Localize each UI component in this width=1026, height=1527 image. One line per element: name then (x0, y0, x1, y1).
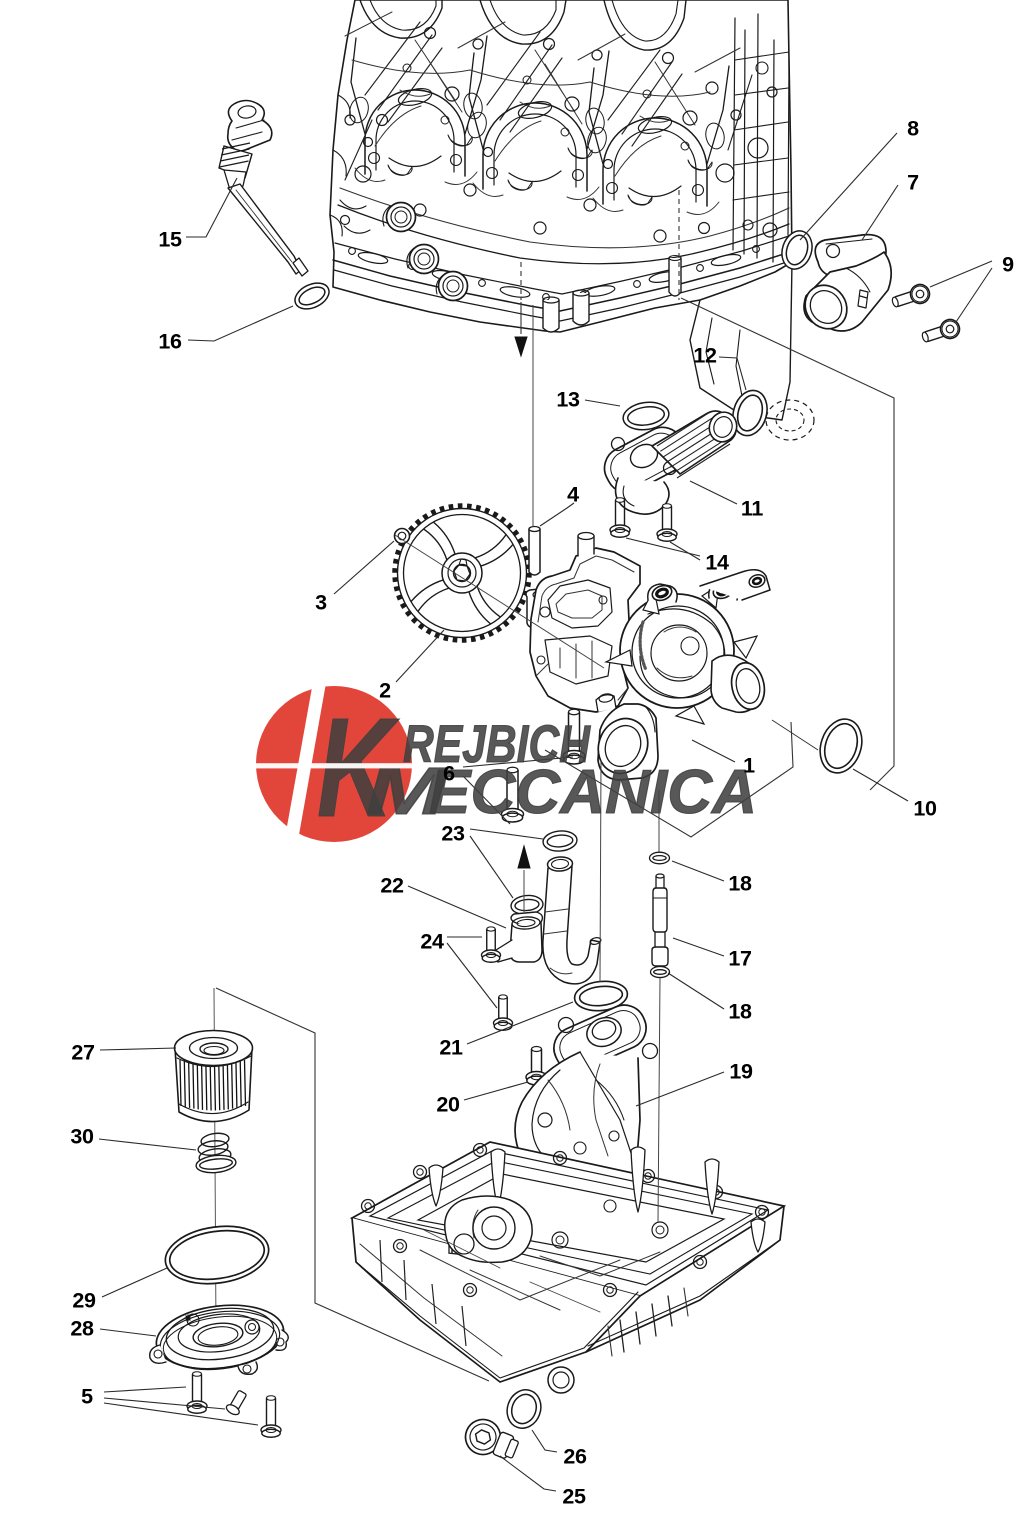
svg-text:21: 21 (439, 1036, 463, 1060)
svg-text:20: 20 (436, 1093, 460, 1117)
svg-text:8: 8 (907, 117, 919, 141)
svg-text:27: 27 (71, 1041, 95, 1065)
svg-text:1: 1 (743, 754, 755, 778)
svg-text:22: 22 (380, 874, 404, 898)
svg-text:7: 7 (907, 171, 919, 195)
svg-text:30: 30 (70, 1125, 94, 1149)
svg-text:2: 2 (379, 679, 391, 703)
svg-text:17: 17 (728, 947, 752, 971)
svg-text:19: 19 (729, 1060, 753, 1084)
svg-text:18: 18 (728, 872, 752, 896)
svg-text:28: 28 (70, 1317, 94, 1341)
svg-text:4: 4 (567, 483, 579, 507)
svg-text:14: 14 (705, 551, 729, 575)
svg-text:23: 23 (441, 822, 465, 846)
svg-text:9: 9 (1002, 253, 1014, 277)
svg-text:16: 16 (158, 330, 182, 354)
svg-text:ECCANICA: ECCANICA (429, 757, 757, 827)
svg-text:3: 3 (315, 591, 327, 615)
svg-text:15: 15 (158, 228, 182, 252)
svg-text:REJBICH: REJBICH (403, 715, 591, 774)
svg-text:11: 11 (741, 497, 763, 521)
svg-text:25: 25 (562, 1485, 586, 1509)
svg-text:18: 18 (728, 1000, 752, 1024)
svg-text:13: 13 (556, 388, 580, 412)
svg-text:29: 29 (72, 1289, 96, 1313)
svg-text:26: 26 (563, 1445, 587, 1469)
svg-text:10: 10 (913, 797, 937, 821)
svg-text:5: 5 (81, 1385, 93, 1409)
svg-text:6: 6 (443, 762, 455, 786)
svg-text:24: 24 (420, 930, 444, 954)
svg-text:12: 12 (693, 344, 717, 368)
